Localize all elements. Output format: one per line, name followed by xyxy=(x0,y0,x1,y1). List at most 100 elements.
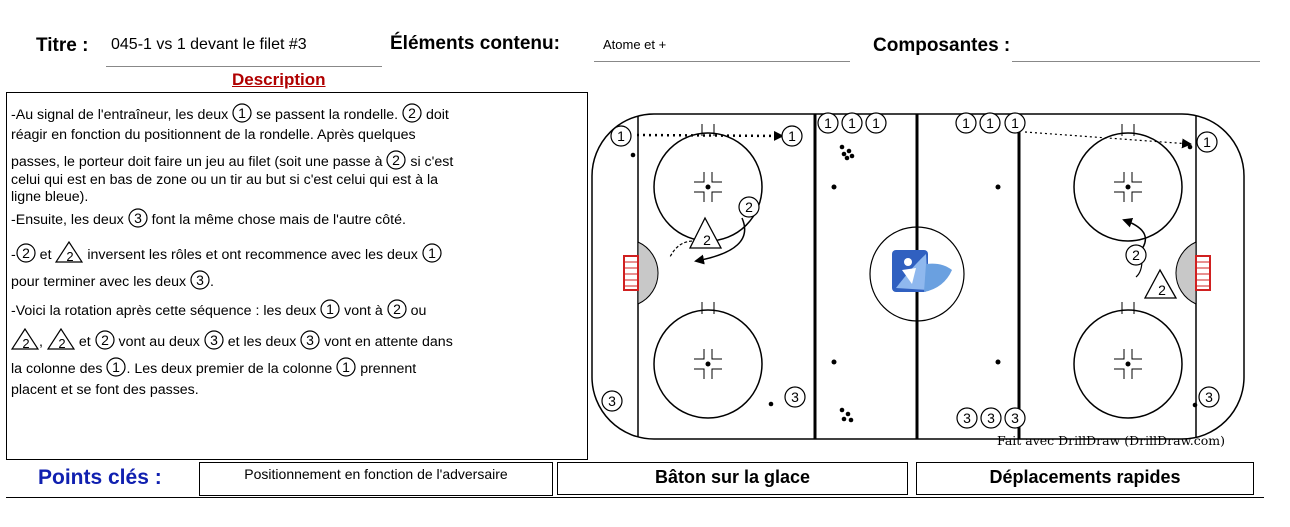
key-point-3: Déplacements rapides xyxy=(916,462,1254,495)
puck xyxy=(630,152,636,158)
svg-text:3: 3 xyxy=(134,210,142,226)
svg-text:3: 3 xyxy=(791,389,799,405)
svg-text:1: 1 xyxy=(848,115,856,131)
description-line: -Voici la rotation après cette séquence … xyxy=(11,299,427,319)
player-circle: 1 xyxy=(1196,131,1218,153)
defender-triangle-right: 2 xyxy=(1143,268,1178,299)
faceoff-dot xyxy=(831,359,837,365)
svg-text:1: 1 xyxy=(788,128,796,144)
faceoff-circle-left-bottom xyxy=(653,302,763,419)
svg-text:1: 1 xyxy=(617,128,625,144)
footer-rule xyxy=(6,497,1264,498)
description-title: Description xyxy=(232,70,326,89)
svg-text:2: 2 xyxy=(22,245,30,261)
skating-path xyxy=(694,217,746,265)
description-box: -Au signal de l'entraîneur, les deux 1 s… xyxy=(6,92,588,460)
player-circle: 3 xyxy=(601,390,623,412)
description-line: la colonne des 1. Les deux premier de la… xyxy=(11,357,417,377)
player-circle-icon: 1 xyxy=(422,243,442,263)
svg-text:2: 2 xyxy=(393,301,401,317)
svg-text:3: 3 xyxy=(210,332,218,348)
player-circle-icon: 3 xyxy=(128,208,148,228)
svg-text:3: 3 xyxy=(306,332,314,348)
svg-text:2: 2 xyxy=(703,232,711,248)
puck xyxy=(1187,144,1193,150)
elements-value: Atome et + xyxy=(603,37,667,52)
svg-text:1: 1 xyxy=(326,301,334,317)
goal-crease-right xyxy=(1175,241,1197,305)
faceoff-circle-right-top xyxy=(1073,124,1183,242)
player-circle: 1 xyxy=(865,112,887,134)
svg-text:1: 1 xyxy=(1011,115,1019,131)
puck xyxy=(768,401,774,407)
title-value: 045-1 vs 1 devant le filet #3 xyxy=(111,36,307,53)
key-point-1: Positionnement en fonction de l'adversai… xyxy=(199,462,553,496)
svg-text:1: 1 xyxy=(238,105,246,121)
description-line: réagir en fonction du positionnent de la… xyxy=(11,127,416,143)
player-circle: 2 xyxy=(1125,244,1147,266)
svg-text:3: 3 xyxy=(987,410,995,426)
defender-triangle-left: 2 xyxy=(688,216,723,249)
player-circle: 1 xyxy=(817,112,839,134)
svg-text:2: 2 xyxy=(58,336,65,350)
svg-text:1: 1 xyxy=(1203,134,1211,150)
puck xyxy=(1192,402,1198,408)
elements-underline xyxy=(594,61,850,62)
drilldraw-credit: Fait avec DrillDraw (DrillDraw.com) xyxy=(997,433,1225,448)
description-line: pour terminer avec les deux 3. xyxy=(11,270,214,290)
key-point-2: Bâton sur la glace xyxy=(557,462,908,495)
title-underline xyxy=(106,66,382,67)
svg-text:1: 1 xyxy=(824,115,832,131)
svg-text:2: 2 xyxy=(22,336,29,350)
key-points-label: Points clés : xyxy=(38,466,162,489)
pass-line-left xyxy=(636,130,784,141)
defender-triangle-icon: 2 xyxy=(55,241,84,263)
player-circle: 1 xyxy=(979,112,1001,134)
player-circle-icon: 3 xyxy=(204,330,224,350)
elements-label: Éléments contenu: xyxy=(390,33,560,54)
description-line: celui qui est en bas de zone ou un tir a… xyxy=(11,172,439,188)
svg-text:2: 2 xyxy=(745,199,753,215)
svg-text:1: 1 xyxy=(342,359,350,375)
svg-text:2: 2 xyxy=(393,152,401,168)
svg-text:1: 1 xyxy=(428,245,436,261)
goal-crease-left xyxy=(637,241,659,305)
goal-net-right xyxy=(1195,255,1211,291)
description-line: -Ensuite, les deux 3 font la même chose … xyxy=(11,208,406,228)
components-underline xyxy=(1012,61,1260,62)
defender-triangle-icon: 2 xyxy=(11,328,39,350)
description-line: -Au signal de l'entraîneur, les deux 1 s… xyxy=(11,103,449,123)
svg-text:3: 3 xyxy=(963,410,971,426)
svg-text:3: 3 xyxy=(1205,389,1213,405)
faceoff-dot xyxy=(995,359,1001,365)
description-line: ligne bleue). xyxy=(11,189,89,205)
player-circle: 1 xyxy=(781,125,803,147)
puck-group-top xyxy=(839,144,855,161)
title-label: Titre : xyxy=(36,35,89,56)
svg-text:2: 2 xyxy=(408,105,416,121)
player-circle: 3 xyxy=(980,407,1002,429)
player-circle-icon: 2 xyxy=(95,330,115,350)
svg-text:3: 3 xyxy=(196,272,204,288)
svg-text:3: 3 xyxy=(608,393,616,409)
description-line: -2 et 2 inversent les rôles et ont recom… xyxy=(11,241,442,264)
player-circle-icon: 1 xyxy=(106,357,127,377)
player-circle: 3 xyxy=(1004,407,1026,429)
player-circle: 1 xyxy=(1004,112,1026,134)
svg-text:1: 1 xyxy=(113,359,121,375)
svg-text:1: 1 xyxy=(962,115,970,131)
player-circle: 3 xyxy=(784,386,806,408)
faceoff-dot xyxy=(995,184,1001,190)
player-circle-icon: 2 xyxy=(16,243,36,263)
svg-text:1: 1 xyxy=(872,115,880,131)
goal-net-left xyxy=(623,255,639,291)
faceoff-dot xyxy=(831,184,837,190)
svg-text:2: 2 xyxy=(1132,247,1140,263)
player-circle-icon: 1 xyxy=(232,103,252,123)
svg-text:1: 1 xyxy=(986,115,994,131)
player-circle: 3 xyxy=(1198,386,1220,408)
svg-text:2: 2 xyxy=(67,249,74,263)
faceoff-circle-right-bottom xyxy=(1073,302,1183,419)
center-logo xyxy=(892,250,952,292)
